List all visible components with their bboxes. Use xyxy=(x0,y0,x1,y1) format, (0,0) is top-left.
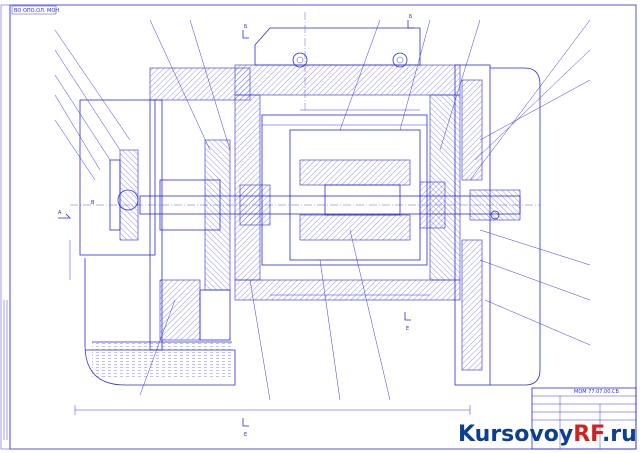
watermark-suffix: .ru xyxy=(602,422,637,447)
view-label: Е xyxy=(406,326,409,332)
view-label: Е xyxy=(244,432,247,438)
view-label: А xyxy=(58,210,62,216)
svg-text:KursovoyRF.ru: KursovoyRF.ru xyxy=(458,422,637,447)
gear-housing xyxy=(79,67,251,351)
dimension-lines xyxy=(69,109,471,415)
binding-margin xyxy=(0,4,11,450)
corner-stamp-frame xyxy=(11,5,57,15)
corner-stamp-text: ВО ОПО.ОЛ. МОН xyxy=(14,8,59,14)
watermark-accent: RF xyxy=(573,422,604,447)
right-end-cap xyxy=(454,64,541,386)
watermark-prefix: Kursovoy xyxy=(458,422,573,447)
leader-lines xyxy=(54,19,591,401)
view-label: Б xyxy=(244,24,248,30)
watermark: KursovoyRF.ru xyxy=(458,422,637,447)
section-markers: Б Б Е Е А В xyxy=(58,14,414,438)
view-label: Б xyxy=(409,14,413,20)
title-block: МОМ 77.07.00.СБ xyxy=(531,387,637,450)
view-label: В xyxy=(91,200,95,206)
lifting-bracket xyxy=(254,27,421,68)
shaft xyxy=(139,181,521,229)
title-block-code: МОМ 77.07.00.СБ xyxy=(574,389,619,395)
